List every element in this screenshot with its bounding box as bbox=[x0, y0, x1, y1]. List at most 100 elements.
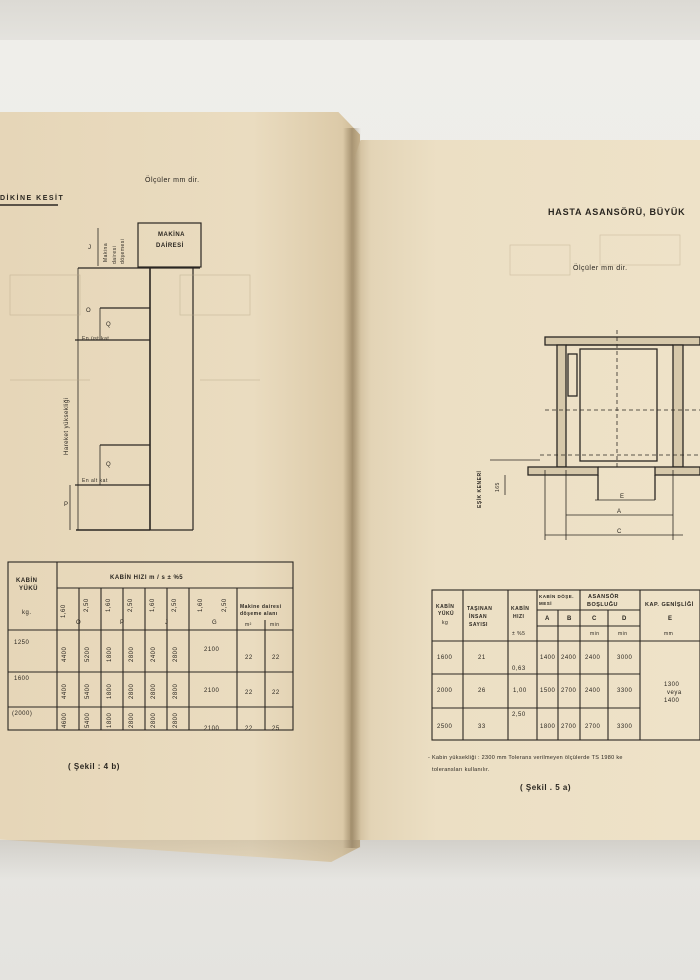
row2-load: 1600 bbox=[14, 676, 30, 682]
rt-r3-c: 2700 bbox=[585, 724, 601, 730]
machine-room-area-header-2: döşeme alanı bbox=[240, 611, 278, 617]
table-load-header-1: KABİN bbox=[16, 578, 38, 584]
rt-r1-c: 2400 bbox=[585, 655, 601, 661]
table-load-unit: kg. bbox=[22, 610, 32, 616]
row1-val9: 22 bbox=[272, 655, 280, 661]
row3-val6: 2800 bbox=[173, 712, 179, 728]
rt-h-speed-2: HIZI bbox=[513, 614, 525, 620]
rt-unit-c: min bbox=[590, 631, 600, 637]
group-label-p: P bbox=[120, 620, 125, 626]
row1-val4: 2800 bbox=[129, 646, 135, 662]
row3-val3: 1800 bbox=[107, 712, 113, 728]
row2-val9: 22 bbox=[272, 690, 280, 696]
door-threshold-label: EŞİK KENERİ bbox=[477, 470, 483, 508]
row1-val7: 2100 bbox=[204, 647, 220, 653]
rt-r2-load: 2000 bbox=[437, 688, 453, 694]
row2-val3: 1800 bbox=[107, 683, 113, 699]
rt-h-door-width: KAP. GENİŞLİĞİ bbox=[645, 602, 694, 608]
group-label-j: J bbox=[165, 620, 169, 626]
row1-val6: 2800 bbox=[173, 646, 179, 662]
speed-col-7: 1,60 bbox=[198, 598, 204, 612]
row2-val8: 22 bbox=[245, 690, 253, 696]
machine-room-label-2: DAİRESİ bbox=[156, 243, 184, 249]
machine-floor-label-3: döşemesi bbox=[120, 238, 126, 264]
dim-q-lower-label: Q bbox=[106, 462, 112, 468]
left-page bbox=[0, 112, 360, 862]
dim-165-label: 165 bbox=[495, 482, 501, 492]
rt-r3-d: 3300 bbox=[617, 724, 633, 730]
row2-val2: 5400 bbox=[85, 683, 91, 699]
right-figure-caption: ( Şekil . 5 a) bbox=[520, 783, 572, 792]
row3-val8: 22 bbox=[245, 726, 253, 732]
rt-r1-persons: 21 bbox=[478, 655, 486, 661]
right-footnote-1: - Kabin yüksekliği : 2300 mm Tolerans ve… bbox=[428, 755, 623, 761]
speed-col-3: 1,60 bbox=[106, 598, 112, 612]
speed-col-6: 2,50 bbox=[172, 598, 178, 612]
rt-unit-d: min bbox=[618, 631, 628, 637]
row3-val4: 2800 bbox=[129, 712, 135, 728]
rt-sub-c: C bbox=[592, 616, 597, 622]
left-figure-caption: ( Şekil : 4 b) bbox=[68, 762, 120, 771]
rt-r1-a: 1400 bbox=[540, 655, 556, 661]
rt-r2-c: 2400 bbox=[585, 688, 601, 694]
rt-h-load-3: kg bbox=[442, 620, 449, 626]
row2-val5: 2800 bbox=[151, 683, 157, 699]
rt-speed-2: 1,00 bbox=[513, 688, 527, 694]
rt-r2-b: 2700 bbox=[561, 688, 577, 694]
table-speed-header: KABİN HIZI m / s ± %5 bbox=[110, 575, 184, 581]
rt-r1-load: 1600 bbox=[437, 655, 453, 661]
dim-p-label: P bbox=[64, 502, 69, 508]
row1-val1: 4400 bbox=[62, 646, 68, 662]
row3-val1: 4600 bbox=[62, 712, 68, 728]
right-footnote-2: toleransları kullanılır. bbox=[432, 767, 490, 773]
right-page bbox=[350, 140, 700, 840]
row1-val8: 22 bbox=[245, 655, 253, 661]
machine-room-unit-min: min bbox=[270, 622, 280, 628]
rt-h-load-2: YÜKÜ bbox=[438, 611, 455, 617]
row2-val6: 2800 bbox=[173, 683, 179, 699]
dim-j-label: J bbox=[88, 245, 92, 251]
rt-sub-a: A bbox=[545, 616, 550, 622]
rt-r3-a: 1800 bbox=[540, 724, 556, 730]
speed-col-4: 2,50 bbox=[128, 598, 134, 612]
book-gutter bbox=[343, 128, 361, 848]
row3-val7: 2100 bbox=[204, 726, 220, 732]
rt-r3-load: 2500 bbox=[437, 724, 453, 730]
rt-unit-e: mm bbox=[664, 631, 674, 637]
rt-door-width-3: 1400 bbox=[664, 698, 680, 704]
rt-r2-a: 1500 bbox=[540, 688, 556, 694]
rt-door-width-2: veya bbox=[667, 690, 682, 696]
machine-floor-label: Makina bbox=[103, 242, 109, 262]
rt-h-load-1: KABİN bbox=[436, 604, 455, 610]
row3-load: (2000) bbox=[12, 711, 33, 717]
rt-h-floor-1: KABİN DÖŞE. bbox=[539, 594, 575, 599]
dim-q-label: Q bbox=[106, 322, 112, 328]
speed-col-5: 1,60 bbox=[150, 598, 156, 612]
rt-h-persons-1: TAŞINAN bbox=[467, 606, 493, 612]
rt-h-floor-2: MESİ bbox=[539, 601, 553, 606]
rt-r1-b: 2400 bbox=[561, 655, 577, 661]
speed-col-1: 1,60 bbox=[61, 604, 67, 618]
rt-speed-3: 2,50 bbox=[512, 712, 526, 718]
row1-val3: 1800 bbox=[107, 646, 113, 662]
row1-load: 1250 bbox=[14, 640, 30, 646]
row1-val2: 5200 bbox=[85, 646, 91, 662]
right-units-note: Ölçüler mm dir. bbox=[573, 265, 628, 272]
dim-e-label: E bbox=[620, 494, 625, 500]
row2-val1: 4400 bbox=[62, 683, 68, 699]
machine-room-area-header-1: Makine dairesi bbox=[240, 604, 282, 610]
row3-val5: 2800 bbox=[151, 712, 157, 728]
rt-r3-persons: 33 bbox=[478, 724, 486, 730]
rt-door-width-1: 1300 bbox=[664, 682, 680, 688]
rt-r2-d: 3300 bbox=[617, 688, 633, 694]
rt-h-speed-3: ± %5 bbox=[512, 631, 526, 637]
speed-col-8: 2,50 bbox=[222, 598, 228, 612]
row3-val9: 25 bbox=[272, 726, 280, 732]
top-stop-label: En üst kat bbox=[82, 336, 110, 342]
rt-speed-1: 0,63 bbox=[512, 666, 526, 672]
bottom-stop-label: En alt kat bbox=[82, 478, 108, 484]
dim-o-label: O bbox=[86, 308, 92, 314]
machine-room-label-1: MAKİNA bbox=[158, 232, 185, 238]
rt-r3-b: 2700 bbox=[561, 724, 577, 730]
